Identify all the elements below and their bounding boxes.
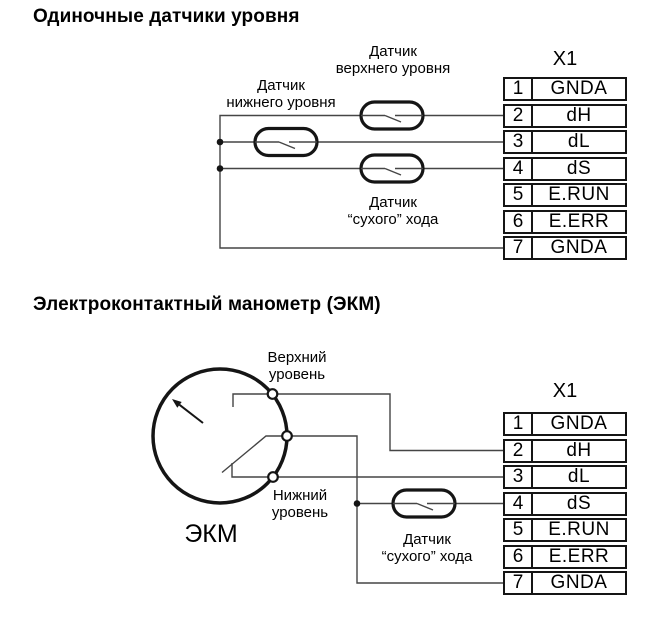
pin-number: 6 xyxy=(505,546,533,567)
terminal-row: 6 E.ERR xyxy=(503,544,627,569)
pin-number: 3 xyxy=(505,131,533,152)
sensor-switch-upper-level xyxy=(359,100,425,131)
terminal-row: 5 E.RUN xyxy=(503,518,627,542)
pin-number: 3 xyxy=(505,466,533,487)
gauge-needle-icon xyxy=(172,399,204,424)
terminal-row: 3 dL xyxy=(503,465,627,489)
connector-block-top: 1 GNDA 2 dH 3 dL 4 dS 5 E.RUN 6 E.ERR 7 … xyxy=(503,77,627,263)
junction-dot xyxy=(216,138,224,146)
junction-dot xyxy=(353,500,361,507)
contact-lower-level xyxy=(267,471,279,483)
terminal-row: 4 dS xyxy=(503,491,627,516)
label-dry-run-sensor-bottom: Датчик “сухого” хода xyxy=(381,531,473,565)
pin-label: GNDA xyxy=(550,572,608,593)
pin-label: dL xyxy=(567,131,591,152)
pin-number: 2 xyxy=(505,105,533,126)
pin-label: dS xyxy=(566,157,592,179)
terminal-row: 2 dH xyxy=(503,103,627,128)
pin-label: dL xyxy=(567,466,591,487)
terminal-row: 6 E.ERR xyxy=(503,209,627,234)
terminal-row: 1 GNDA xyxy=(503,412,627,436)
pin-label: E.RUN xyxy=(548,184,610,205)
pin-label: GNDA xyxy=(550,78,608,99)
pin-number: 4 xyxy=(505,493,533,514)
section-title-single-sensors: Одиночные датчики уровня xyxy=(33,6,300,27)
contact-upper-level xyxy=(266,388,279,400)
label-lower-level-sensor: Датчик нижнего уровня xyxy=(226,77,336,111)
junction-dot xyxy=(216,165,224,172)
sensor-switch-lower-level xyxy=(253,126,319,158)
label-upper-level-contact: Верхний уровень xyxy=(267,349,327,383)
wire-wiper-to-ground xyxy=(287,435,503,584)
fixed-contact-upper xyxy=(232,393,273,407)
pin-number: 4 xyxy=(505,158,533,179)
terminal-row: 3 dL xyxy=(503,130,627,154)
pin-label: E.ERR xyxy=(548,210,610,232)
pin-label: dH xyxy=(566,104,592,126)
connector-name-bottom: X1 xyxy=(552,380,578,402)
fixed-contact-lower xyxy=(231,463,273,478)
pin-number: 7 xyxy=(505,237,533,258)
section-title-ekm: Электроконтактный манометр (ЭКМ) xyxy=(33,294,381,315)
contact-wiper-common xyxy=(281,430,293,442)
connector-block-bottom: 1 GNDA 2 dH 3 dL 4 dS 5 E.RUN 6 E.ERR 7 … xyxy=(503,412,627,598)
wire-upper-contact-to-dh xyxy=(272,393,503,452)
label-lower-level-contact: Нижний уровень xyxy=(271,487,329,521)
gauge-internal-contacts xyxy=(221,393,287,478)
wiper-arm xyxy=(221,435,287,474)
label-upper-level-sensor: Датчик верхнего уровня xyxy=(335,43,451,77)
terminal-row: 7 GNDA xyxy=(503,236,627,260)
pin-label: GNDA xyxy=(550,413,608,434)
pin-number: 2 xyxy=(505,440,533,461)
pin-number: 1 xyxy=(505,413,533,434)
pin-label: E.RUN xyxy=(548,519,610,540)
terminal-row: 5 E.RUN xyxy=(503,183,627,207)
connector-name-top: X1 xyxy=(552,48,578,70)
pin-label: dH xyxy=(566,439,592,461)
label-dry-run-sensor-top: Датчик “сухого” хода xyxy=(347,194,439,228)
pin-number: 7 xyxy=(505,572,533,593)
sensor-switch-dry-run-top xyxy=(359,153,425,184)
pin-label: dS xyxy=(566,492,592,514)
terminal-row: 2 dH xyxy=(503,438,627,463)
terminal-row: 7 GNDA xyxy=(503,571,627,595)
pin-number: 5 xyxy=(505,519,533,540)
pin-number: 1 xyxy=(505,78,533,99)
terminal-row: 1 GNDA xyxy=(503,77,627,101)
pin-number: 6 xyxy=(505,211,533,232)
pin-label: E.ERR xyxy=(548,545,610,567)
pin-label: GNDA xyxy=(550,237,608,258)
pin-number: 5 xyxy=(505,184,533,205)
gauge-label-ekm: ЭКМ xyxy=(184,520,238,548)
terminal-row: 4 dS xyxy=(503,156,627,181)
sensor-switch-dry-run-bottom xyxy=(391,488,457,519)
